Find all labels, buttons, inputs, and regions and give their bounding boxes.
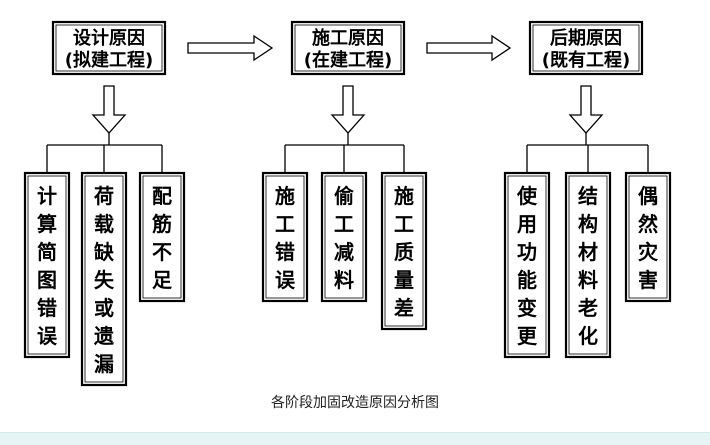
- cause-box-inner: [507, 175, 547, 355]
- cause-box: [564, 171, 612, 359]
- cause-label: 荷载缺失或遗漏: [93, 184, 115, 376]
- right-arrow-icon: [426, 34, 512, 62]
- cause-box: [80, 171, 128, 387]
- stage-subtitle: (在建工程): [304, 49, 392, 71]
- down-arrow-icon: [330, 85, 366, 134]
- cause-box: [503, 171, 551, 359]
- cause-box-inner: [628, 175, 668, 299]
- stage-title: 后期原因: [550, 28, 622, 49]
- cause-label: 使用功能变更: [516, 184, 538, 348]
- stage-box: [290, 20, 406, 76]
- cause-box: [23, 171, 71, 359]
- cause-label: 配筋不足: [152, 184, 173, 292]
- cause-box-inner: [27, 175, 67, 355]
- stage-box-inner: [55, 24, 163, 72]
- cause-box-inner: [84, 175, 124, 383]
- cause-box: [320, 171, 368, 303]
- stage-box-inner: [532, 24, 640, 72]
- cause-box: [380, 171, 428, 331]
- right-arrow-icon: [187, 34, 274, 62]
- stage-title: 施工原因: [312, 27, 384, 49]
- cause-label: 偶然灾害: [638, 184, 658, 292]
- stage-subtitle: (既有工程): [542, 49, 630, 71]
- cause-label: 偷工减料: [334, 184, 354, 292]
- cause-box-inner: [384, 175, 424, 327]
- stage-box: [51, 20, 167, 76]
- cause-label: 结构材料老化: [578, 184, 598, 348]
- cause-label: 施工错误: [275, 184, 296, 292]
- cause-box-inner: [265, 175, 305, 299]
- cause-box: [261, 171, 309, 303]
- stage-box-inner: [294, 24, 402, 72]
- cause-box-inner: [324, 175, 364, 299]
- stage-subtitle: (拟建工程): [65, 49, 153, 71]
- cause-label: 施工质量差: [394, 184, 414, 320]
- down-arrow-icon: [568, 85, 604, 134]
- cause-label: 计算简图错误: [37, 184, 58, 348]
- cause-box: [624, 171, 672, 303]
- stage-box: [528, 20, 644, 76]
- stage-title: 设计原因: [73, 27, 145, 49]
- bottom-bar: [0, 432, 710, 445]
- cause-box-inner: [142, 175, 182, 299]
- cause-box-inner: [568, 175, 608, 355]
- cause-box: [138, 171, 186, 303]
- down-arrow-icon: [91, 85, 127, 134]
- figure-caption: 各阶段加固改造原因分析图: [271, 395, 439, 411]
